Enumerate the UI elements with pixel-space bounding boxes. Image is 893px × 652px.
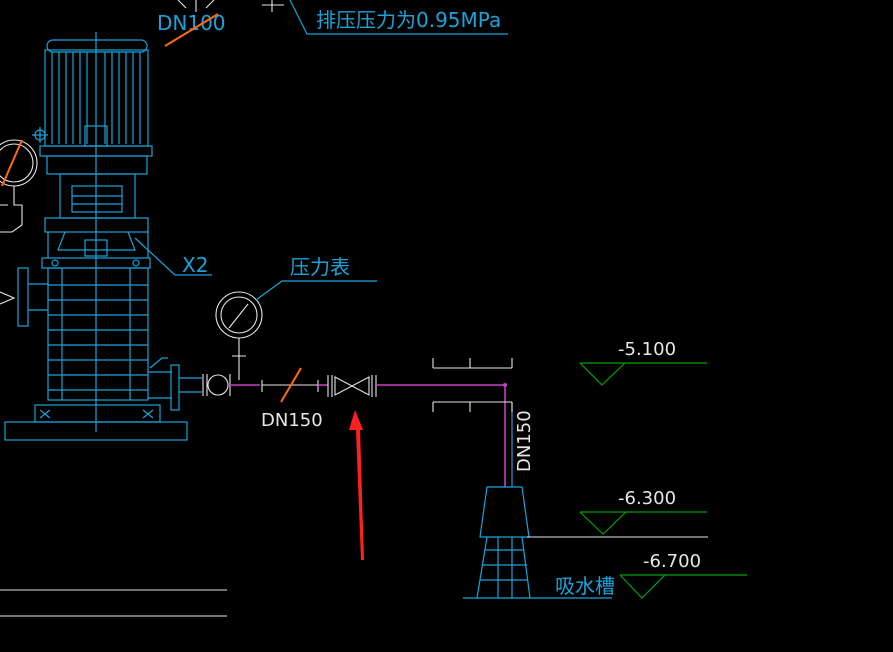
- elevation-symbol-1: [579, 362, 707, 386]
- suction-tank-label: 吸水槽: [555, 574, 615, 598]
- check-valve-flanges: [202, 374, 231, 396]
- outlet-spool: [179, 377, 202, 393]
- dn150-horizontal-label: DN150: [261, 410, 323, 431]
- pressure-gauge[interactable]: 压力表: [215, 255, 377, 380]
- suction-bell[interactable]: 吸水槽: [463, 486, 708, 599]
- coupling-lines: [72, 195, 122, 205]
- inlet-pipe: [28, 283, 48, 311]
- left-gauge-inner: [0, 143, 34, 183]
- left-gauge-slash: [1, 139, 23, 187]
- bell-support: [476, 536, 531, 599]
- elevation-label-3: -6.700: [643, 551, 701, 572]
- gate-valve-body: [334, 376, 370, 396]
- vertical-pump[interactable]: X2: [4, 32, 212, 441]
- left-gauge-stem: [0, 186, 23, 233]
- elevation-symbol-3: [619, 574, 747, 599]
- bolt-left: [51, 259, 59, 267]
- inlet-flange: [17, 267, 29, 327]
- top-annotations: DN100 排压压力为0.95MPa: [157, 0, 508, 47]
- outlet-flange: [170, 364, 180, 411]
- motor-ribs: [51, 52, 141, 144]
- discharge-pipe[interactable]: DN150: [230, 367, 328, 431]
- pump-foot: [34, 404, 161, 423]
- left-instruments: [0, 127, 48, 305]
- pump-body: [47, 267, 149, 401]
- gauge-stem: [232, 338, 246, 380]
- seal-box: [84, 239, 108, 257]
- gate-valve[interactable]: [327, 375, 377, 397]
- dn150-slash: [280, 367, 302, 403]
- elevation-mark-2[interactable]: -6.300: [579, 488, 707, 535]
- cross-mark: [262, 0, 284, 12]
- elevation-symbol-2: [579, 511, 707, 535]
- red-pointer-arrow: [349, 410, 364, 560]
- bell-mouth: [479, 486, 530, 538]
- bolt-right: [132, 259, 140, 267]
- elevation-label-1: -5.100: [618, 339, 676, 360]
- pressure-gauge-label: 压力表: [290, 255, 350, 279]
- coupling: [71, 185, 123, 213]
- motor-base: [46, 155, 148, 175]
- foot-bolts: [39, 409, 154, 419]
- elevation-mark-3[interactable]: -6.700: [619, 551, 747, 599]
- x2-leader-line: [134, 237, 212, 276]
- gauge-needle: [228, 303, 249, 329]
- suction-pipe[interactable]: DN150: [376, 358, 535, 487]
- check-valve-body: [207, 374, 229, 396]
- pressure-leader-line: [289, 0, 508, 35]
- x2-label: X2: [182, 253, 208, 277]
- dn150-vertical-label: DN150: [514, 410, 535, 472]
- pump-bracket: [47, 231, 149, 258]
- pump-bracket-flange: [44, 217, 149, 233]
- valve-symbol-partial: [177, 0, 215, 12]
- pump-tie-rods: [61, 268, 131, 400]
- pipe-elbow-point: [503, 383, 507, 387]
- gate-valve-flanges: [327, 375, 377, 397]
- wall-bracket-top: [432, 358, 513, 369]
- arrow-shape: [349, 410, 364, 560]
- elevation-mark-1[interactable]: -5.100: [579, 339, 707, 386]
- left-inlet-valve: [0, 291, 16, 305]
- discharge-pressure-label: 排压压力为0.95MPa: [316, 8, 501, 32]
- bottom-left-lines: [0, 589, 227, 617]
- motor-cap: [46, 39, 148, 53]
- pump-baseplate: [4, 421, 188, 441]
- elevation-label-2: -6.300: [618, 488, 676, 509]
- check-valve[interactable]: [202, 374, 231, 396]
- gauge-leader-line: [255, 280, 377, 301]
- gauge-dial: [220, 296, 258, 334]
- outlet-pipe: [148, 357, 172, 399]
- pump-stages: [48, 284, 148, 391]
- wall-bracket-bottom: [432, 401, 513, 412]
- dn100-slash: [164, 13, 219, 47]
